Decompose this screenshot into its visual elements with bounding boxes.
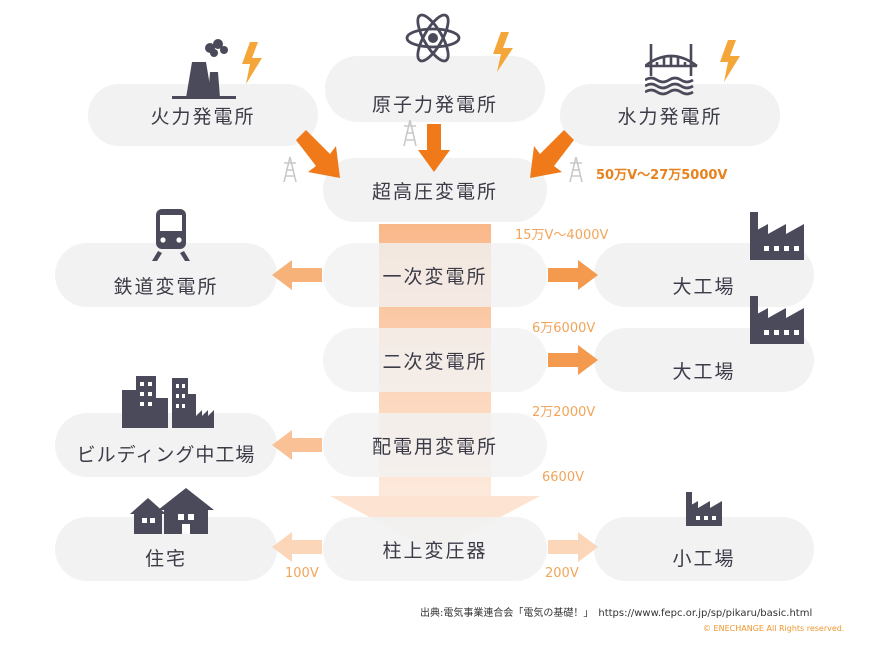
node-distribution-substation: 配電用変電所 <box>323 413 547 477</box>
node-label: ビルディング中工場 <box>76 443 256 466</box>
factory-icon <box>750 296 804 344</box>
node-hydro-plant: 水力発電所 <box>560 84 780 146</box>
node-secondary-substation: 二次変電所 <box>323 328 547 392</box>
voltage-distribution: 2万2000V <box>532 405 596 420</box>
node-small-factory: 小工場 <box>594 517 814 581</box>
node-label: 水力発電所 <box>617 105 723 128</box>
node-label: 鉄道変電所 <box>113 275 219 298</box>
node-label: 一次変電所 <box>382 265 488 288</box>
node-nuclear-plant: 原子力発電所 <box>325 56 545 122</box>
node-label: 大工場 <box>672 360 736 383</box>
voltage-pole: 6600V <box>542 470 584 485</box>
voltage-secondary: 6万6000V <box>532 321 596 336</box>
dam-bridge-icon <box>645 40 740 96</box>
node-label: 柱上変圧器 <box>382 539 488 562</box>
node-ultra-high-substation: 超高圧変電所 <box>323 158 547 222</box>
source-citation: 出典:電気事業連合会「電気の基礎！」 https://www.fepc.or.j… <box>420 608 813 619</box>
factory-icon <box>750 212 804 260</box>
node-railway-substation: 鉄道変電所 <box>55 243 277 307</box>
node-label: 配電用変電所 <box>371 435 498 458</box>
train-icon <box>152 209 190 261</box>
copyright: © ENECHANGE All Rights reserved. <box>703 624 845 633</box>
atom-icon <box>405 13 513 72</box>
node-label: 小工場 <box>672 547 736 570</box>
voltage-primary: 15万V～4000V <box>515 228 609 243</box>
buildings-icon <box>122 376 214 428</box>
node-label: 住宅 <box>144 547 187 570</box>
voltage-residence: 100V <box>285 566 319 581</box>
house-icon <box>130 488 214 534</box>
node-label: 超高圧変電所 <box>371 180 498 203</box>
node-label: 二次変電所 <box>382 350 488 373</box>
node-label: 大工場 <box>672 275 736 298</box>
factory-icon <box>686 492 722 526</box>
node-label: 原子力発電所 <box>371 93 498 116</box>
node-label: 火力発電所 <box>150 105 256 128</box>
power-plant-icon <box>172 39 262 99</box>
voltage-ultra-high: 50万V～27万5000V <box>596 168 728 183</box>
node-pole-transformer: 柱上変圧器 <box>323 517 547 581</box>
node-primary-substation: 一次変電所 <box>323 243 547 307</box>
voltage-small-factory: 200V <box>545 566 579 581</box>
